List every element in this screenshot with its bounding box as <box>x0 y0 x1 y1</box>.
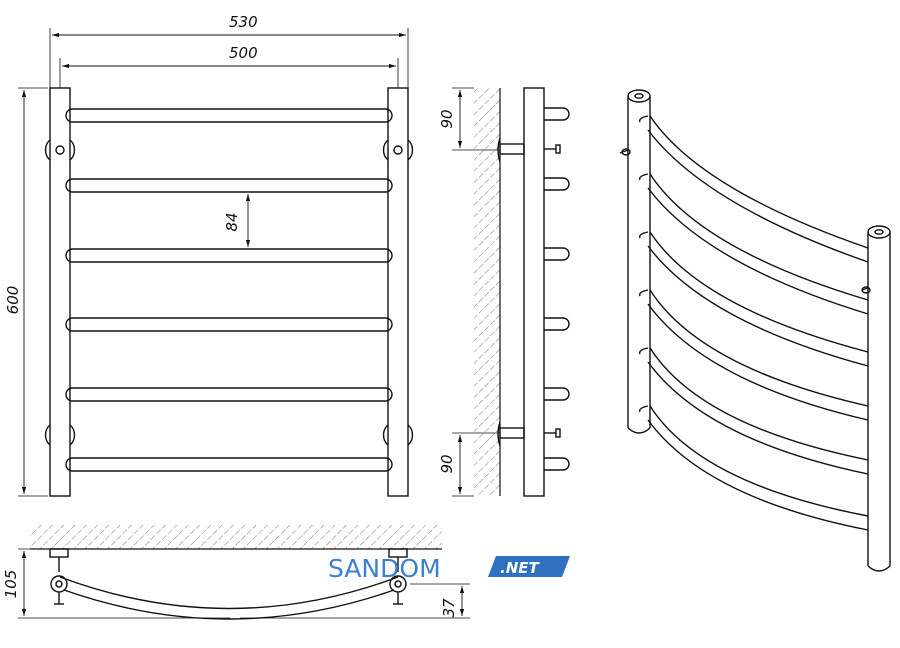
dimension-bow: 37 <box>240 583 470 619</box>
dimension-label-600: 600 <box>4 286 22 315</box>
dimension-height: 600 <box>4 87 48 497</box>
plan-view: 105 37 <box>2 525 470 620</box>
side-pipe <box>523 87 545 497</box>
dimension-rung-pitch: 84 <box>223 194 251 247</box>
dimension-label-37: 37 <box>440 598 458 618</box>
dimension-depth: 105 <box>2 548 230 619</box>
side-view: 90 90 <box>438 87 570 497</box>
dimension-bottom-offset: 90 <box>438 432 500 497</box>
rung <box>65 317 393 332</box>
rungs <box>65 108 393 472</box>
dimension-label-90-bottom: 90 <box>438 454 456 473</box>
rung <box>65 248 393 263</box>
dimension-label-500: 500 <box>229 44 258 62</box>
front-view: 530 500 600 <box>4 13 414 497</box>
wall-hatch <box>474 88 500 496</box>
dimension-overall-width: 530 <box>49 13 409 88</box>
dimension-label-530: 530 <box>229 13 258 31</box>
rung <box>65 457 393 472</box>
rung <box>65 387 393 402</box>
iso-rungs <box>638 115 869 531</box>
isometric-view <box>619 89 891 572</box>
left-pipe <box>49 87 71 497</box>
right-pipe <box>387 87 409 497</box>
watermark-tld: .NET <box>500 559 540 577</box>
rung <box>65 108 393 123</box>
plan-wall-hatch <box>30 525 442 549</box>
watermark-tld-badge <box>488 556 570 577</box>
front-brackets <box>44 139 414 446</box>
watermark-logo: SANDOM .NET <box>328 554 570 583</box>
dimension-top-offset: 90 <box>438 87 500 151</box>
dimension-pipe-spacing: 500 <box>59 44 399 88</box>
rung <box>65 178 393 193</box>
dimension-label-84: 84 <box>223 212 241 231</box>
watermark-brand: SANDOM <box>328 554 441 583</box>
dimension-label-90-top: 90 <box>438 109 456 128</box>
side-rung-stubs <box>544 107 570 471</box>
dimension-label-105: 105 <box>2 570 20 599</box>
